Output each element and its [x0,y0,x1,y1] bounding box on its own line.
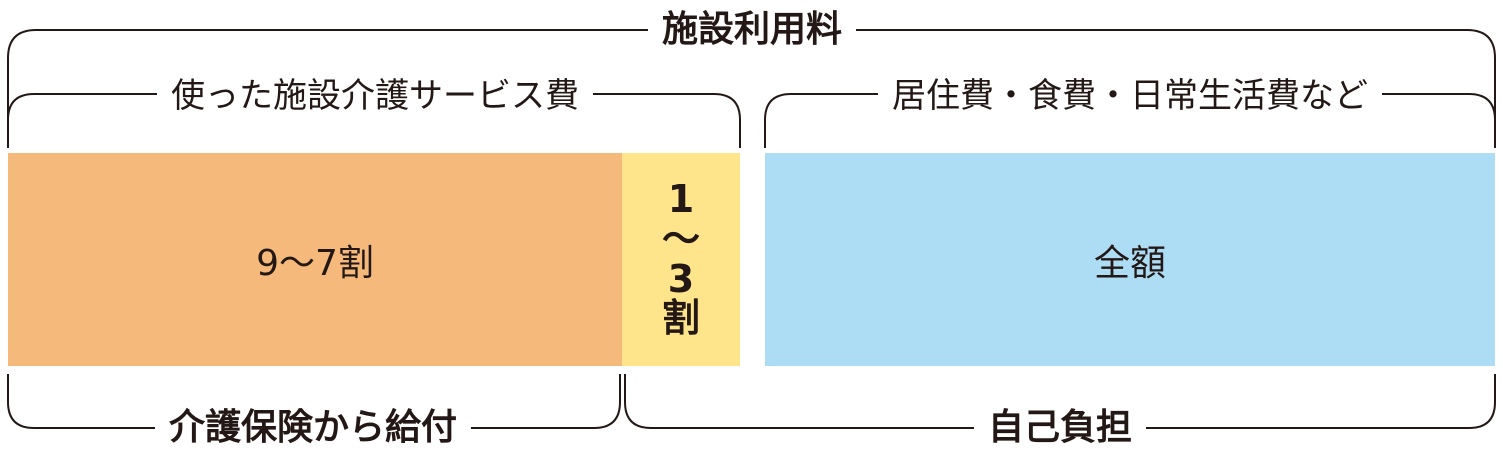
facility-fee-title: 施設利用料 [647,12,857,48]
insurance-label: 介護保険から給付 [154,410,472,446]
living-share-bar: 全額 [765,153,1495,366]
self-share-text-4: 割 [661,296,700,341]
self-share-bar: 1 〜 3 割 [622,153,740,366]
insurance-share-text: 9〜7割 [256,242,374,284]
self-share-text-1: 1 [667,176,695,221]
care-service-label: 使った施設介護サービス費 [157,79,593,113]
living-cost-label: 居住費・食費・日常生活費など [878,79,1382,113]
self-share-text-2: 〜 [661,216,700,261]
self-share-text-3: 3 [667,256,695,301]
insurance-share-bar: 9〜7割 [8,153,622,366]
living-share-text: 全額 [1093,242,1166,284]
self-pay-label: 自己負担 [973,410,1147,446]
